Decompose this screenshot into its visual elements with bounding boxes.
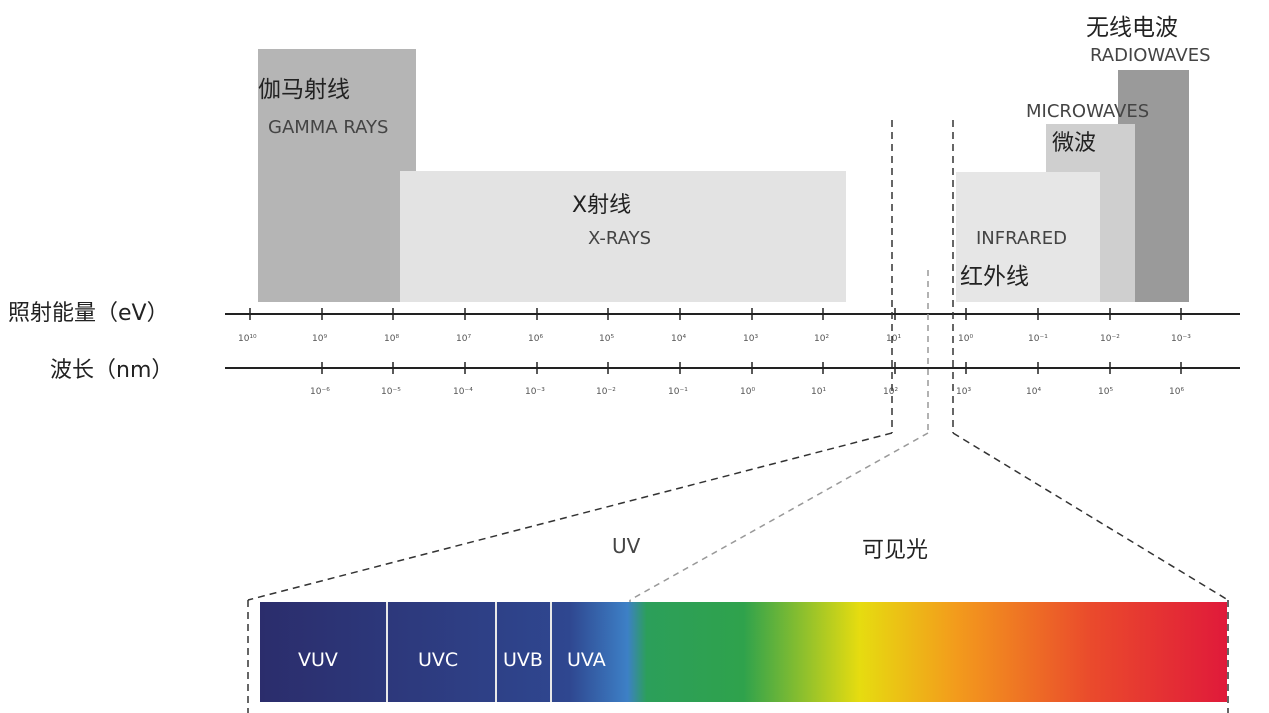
zoom-guides <box>247 120 1229 713</box>
infrared-block <box>956 172 1100 302</box>
radio-label-en: RADIOWAVES <box>1090 45 1211 66</box>
energy-tick-6: 10⁴ <box>671 334 686 344</box>
wavelength-tick-3: 10⁻³ <box>525 387 545 397</box>
energy-tick-1: 10⁹ <box>312 334 327 344</box>
energy-tick-12: 10⁻² <box>1100 334 1120 344</box>
band-uva: UVA <box>567 649 606 671</box>
gamma-label-en: GAMMA RAYS <box>268 117 388 138</box>
wavelength-tick-5: 10⁻¹ <box>668 387 688 397</box>
energy-tick-8: 10² <box>814 334 829 344</box>
wavelength-tick-2: 10⁻⁴ <box>453 387 473 397</box>
microwave-label-zh: 微波 <box>1052 131 1096 156</box>
uv-band-dividers <box>386 602 552 702</box>
spectrum-bar <box>260 602 1227 702</box>
wavelength-ticks <box>321 362 1182 374</box>
wavelength-tick-6: 10⁰ <box>740 387 755 397</box>
energy-tick-10: 10⁰ <box>958 334 973 344</box>
microwave-label-en: MICROWAVES <box>1026 101 1149 122</box>
energy-tick-9: 10¹ <box>886 334 901 344</box>
energy-tick-2: 10⁸ <box>384 334 399 344</box>
energy-tick-3: 10⁷ <box>456 334 471 344</box>
energy-tick-0: 10¹⁰ <box>238 334 257 344</box>
wavelength-axis-label: 波长（nm） <box>50 358 173 383</box>
wavelength-tick-11: 10⁵ <box>1098 387 1113 397</box>
wavelength-tick-8: 10² <box>883 387 898 397</box>
uv-label: UV <box>612 534 641 558</box>
gamma-block <box>258 49 416 302</box>
xray-label-zh: X射线 <box>572 193 631 218</box>
gamma-label-zh: 伽马射线 <box>258 77 350 103</box>
band-vuv: VUV <box>298 649 338 671</box>
energy-tick-13: 10⁻³ <box>1171 334 1191 344</box>
xray-label-en: X-RAYS <box>588 228 651 249</box>
wavelength-tick-9: 10³ <box>956 387 971 397</box>
band-uvb: UVB <box>503 649 543 671</box>
wavelength-tick-7: 10¹ <box>811 387 826 397</box>
energy-axis-label: 照射能量（eV） <box>8 301 169 326</box>
infrared-label-en: INFRARED <box>976 228 1067 249</box>
wavelength-tick-12: 10⁶ <box>1169 387 1184 397</box>
visible-light-label: 可见光 <box>862 538 928 563</box>
wavelength-tick-0: 10⁻⁶ <box>310 387 330 397</box>
energy-tick-7: 10³ <box>743 334 758 344</box>
wavelength-tick-1: 10⁻⁵ <box>381 387 401 397</box>
radio-label-zh: 无线电波 <box>1086 15 1178 41</box>
xray-block <box>400 171 846 302</box>
infrared-label-zh: 红外线 <box>960 264 1029 290</box>
wavelength-tick-10: 10⁴ <box>1026 387 1041 397</box>
energy-tick-5: 10⁵ <box>599 334 614 344</box>
energy-tick-11: 10⁻¹ <box>1028 334 1048 344</box>
wavelength-tick-4: 10⁻² <box>596 387 616 397</box>
energy-ticks <box>249 308 1182 320</box>
energy-tick-4: 10⁶ <box>528 334 543 344</box>
band-uvc: UVC <box>418 649 458 671</box>
